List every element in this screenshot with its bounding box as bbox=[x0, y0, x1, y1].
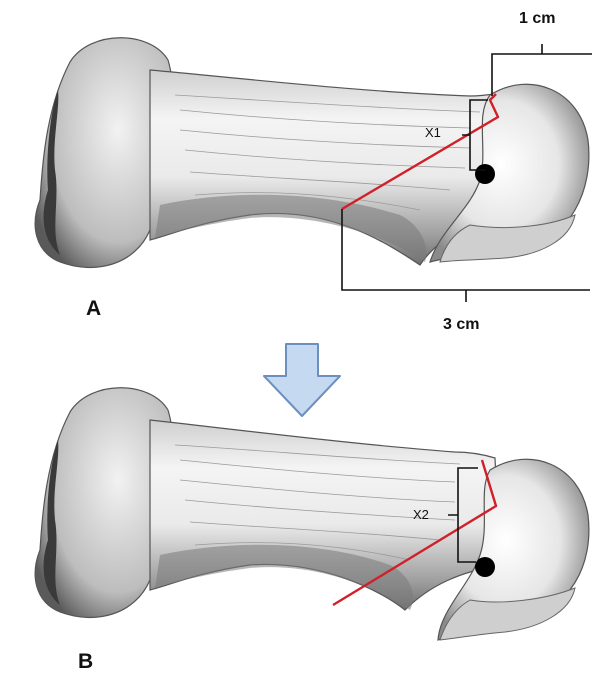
bone-a bbox=[35, 38, 589, 268]
bone-shaft-b bbox=[150, 420, 500, 610]
panel-a-letter: A bbox=[86, 297, 101, 321]
x1-label: X1 bbox=[425, 125, 441, 140]
panel-b-letter: B bbox=[78, 650, 93, 674]
x2-label: X2 bbox=[413, 507, 429, 522]
bone-b bbox=[35, 388, 589, 640]
panel-b bbox=[35, 388, 589, 640]
panel-a bbox=[35, 38, 592, 302]
transition-arrow bbox=[264, 344, 340, 416]
drill-hole-b bbox=[475, 557, 495, 577]
drill-hole-a bbox=[475, 164, 495, 184]
dim-label-3cm: 3 cm bbox=[443, 316, 479, 334]
dim-label-1cm: 1 cm bbox=[519, 10, 555, 28]
